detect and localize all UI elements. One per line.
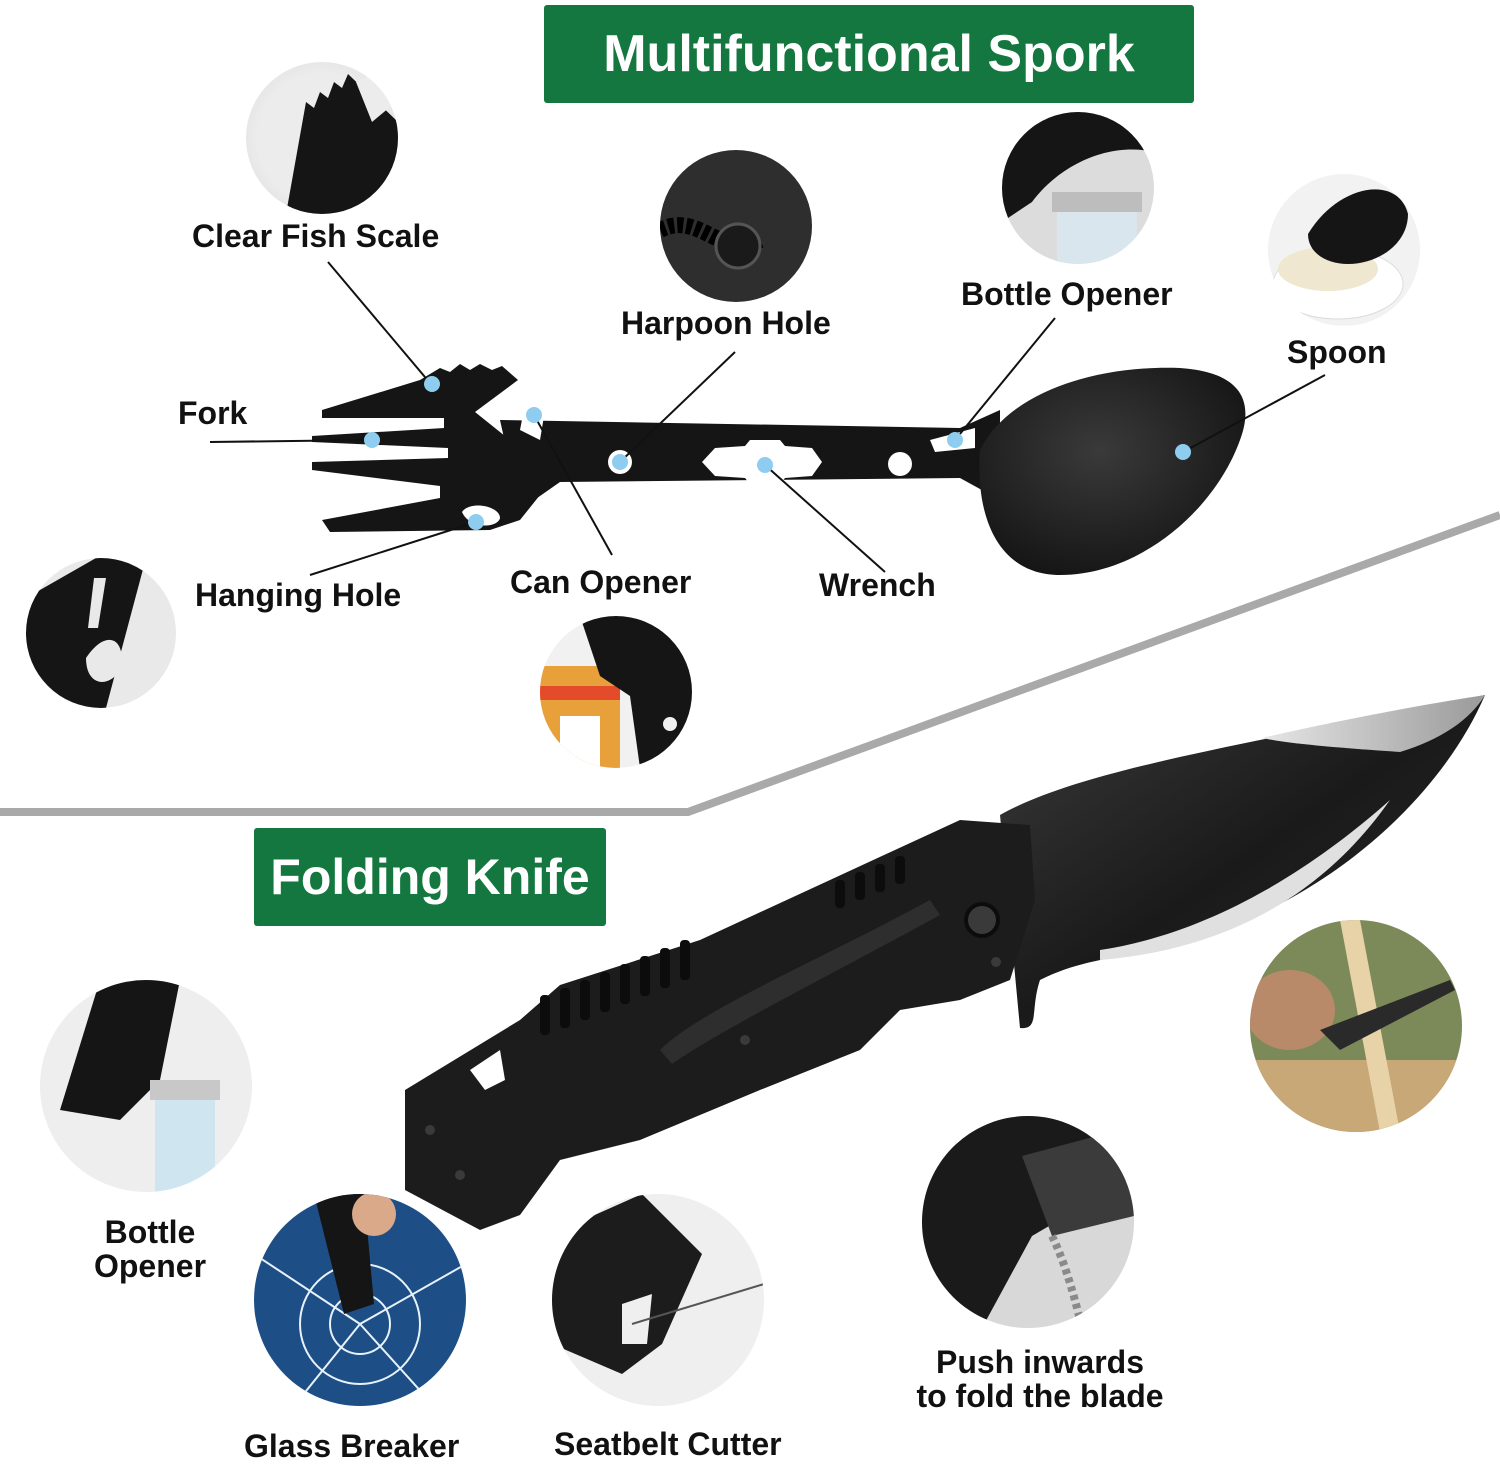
detail-photo-fold-blade: [922, 1116, 1134, 1328]
label-glass-breaker: Glass Breaker: [244, 1428, 460, 1464]
hanging-hole-icon: [26, 558, 146, 708]
can-opener-icon: [540, 616, 692, 768]
detail-photo-knife-bottle-opener: [40, 980, 252, 1192]
shattered-glass-icon: [254, 1194, 466, 1406]
spoon-rice-icon: [1272, 189, 1408, 320]
rope-icon: [660, 217, 764, 270]
label-push-inwards: Push inwards to fold the blade: [900, 1344, 1180, 1414]
label-knife-bottle-opener: Bottle Opener: [80, 1214, 220, 1284]
label-harpoon-hole: Harpoon Hole: [621, 305, 831, 341]
label-knife-bottle-opener-line2: Opener: [93, 1247, 207, 1284]
detail-photo-can-opener: [540, 616, 692, 768]
label-can-opener: Can Opener: [510, 564, 692, 600]
spoon-bowl: [979, 367, 1246, 575]
detail-photo-harpoon-hole: [660, 150, 812, 302]
spork-title-banner: Multifunctional Spork: [544, 5, 1194, 103]
knife-blade: [1000, 695, 1485, 1029]
detail-photo-glass-breaker: [254, 1194, 466, 1406]
label-wrench: Wrench: [819, 567, 936, 603]
knife-illustration: [405, 695, 1485, 1230]
pocket-clip: [660, 900, 940, 1064]
whittling-icon: [1250, 920, 1462, 1132]
knife-bottle-icon: [60, 980, 220, 1192]
fold-blade-icon: [922, 1116, 1134, 1328]
seatbelt-hook: [470, 1050, 505, 1090]
label-seatbelt-cutter: Seatbelt Cutter: [554, 1426, 782, 1462]
label-push-inwards-line2: to fold the blade: [916, 1377, 1164, 1414]
spork-small-hole: [888, 452, 912, 476]
detail-photo-spoon: [1268, 174, 1420, 326]
label-push-inwards-line1: Push inwards: [935, 1344, 1145, 1380]
knife-edge: [1262, 695, 1485, 752]
knife-title-banner: Folding Knife: [254, 828, 606, 926]
pivot-screw: [964, 902, 1000, 938]
detail-photo-hanging-hole: [26, 558, 176, 708]
detail-photo-seatbelt-cutter: [552, 1194, 764, 1406]
bottle-cap-icon: [1002, 112, 1154, 264]
label-knife-bottle-opener-line1: Bottle: [104, 1214, 196, 1250]
seatbelt-cutter-icon: [552, 1194, 764, 1374]
section-divider: [0, 511, 1500, 816]
detail-photo-fish-scale: [246, 62, 398, 214]
detail-photo-bottle-opener: [1002, 112, 1154, 264]
fish-scale-icon: [286, 72, 398, 214]
spork-title: Multifunctional Spork: [603, 25, 1135, 83]
spork-markers: [364, 376, 1191, 530]
label-bottle-opener: Bottle Opener: [961, 276, 1173, 312]
fork-head: [312, 364, 560, 532]
spork-leader-lines: [209, 261, 1326, 576]
spork-illustration: [312, 364, 1246, 575]
label-hanging-hole: Hanging Hole: [195, 577, 402, 613]
knife-title: Folding Knife: [270, 849, 590, 905]
label-spoon: Spoon: [1287, 334, 1387, 370]
label-clear-fish-scale: Clear Fish Scale: [192, 218, 440, 254]
handle-grooves: [540, 856, 905, 1035]
detail-photo-knife-in-use: [1250, 920, 1462, 1132]
label-fork: Fork: [178, 395, 248, 431]
